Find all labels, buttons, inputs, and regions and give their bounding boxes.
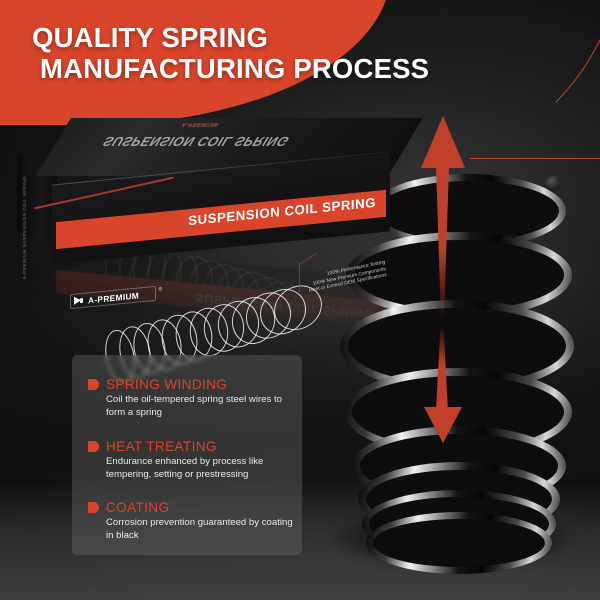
logo-registered-mark: ®: [158, 286, 162, 292]
feature-description: Endurance enhanced by process like tempe…: [106, 456, 264, 480]
bullet-icon: [88, 379, 99, 390]
box-top-print: SUSPENSION COIL SPRING A-PREMIUM: [49, 121, 367, 160]
feature-title: HEAT TREATING: [106, 439, 217, 454]
box-side-label: A-PREMIUM SUSPENSION COIL SPRING: [22, 175, 27, 280]
logo-arrow-icon: [74, 296, 85, 306]
spring-coil-ring: [366, 512, 552, 574]
box-top-label: SUSPENSION COIL SPRING: [99, 134, 293, 149]
bullet-icon: [88, 441, 99, 452]
spec-bracket-vertical: [299, 263, 300, 293]
feature-description: Coil the oil-tempered spring steel wires…: [106, 394, 282, 418]
title-line-2: MANUFACTURING PROCESS: [40, 53, 430, 84]
feature-item: HEAT TREATING Endurance enhanced by proc…: [88, 439, 293, 481]
feature-description: Corrosion prevention guaranteed by coati…: [106, 517, 293, 541]
product-box: SUSPENSION COIL SPRING A-PREMIUM SUSPENS…: [14, 118, 423, 387]
bullet-icon: [88, 502, 99, 513]
compression-arrow-down-icon: [424, 325, 462, 443]
red-connector-line: [470, 158, 600, 160]
box-top-sublabel: A-PREMIUM: [180, 121, 221, 127]
compression-arrow-up-icon: [421, 116, 465, 318]
feature-item: COATING Corrosion prevention guaranteed …: [88, 500, 293, 542]
title-line-1: QUALITY SPRING: [32, 22, 269, 53]
spring-coil-ring: [346, 232, 572, 318]
spring-coil-ring: [340, 300, 574, 392]
feature-title: SPRING WINDING: [106, 377, 228, 392]
coil-spring-image: [318, 140, 600, 567]
spring-tip-cap: [546, 176, 561, 191]
page-title: QUALITY SPRING MANUFACTURING PROCESS: [32, 22, 552, 84]
spring-coil-ring: [370, 174, 566, 248]
feature-title: COATING: [106, 500, 170, 515]
header-banner-tail: [0, 0, 200, 115]
feature-item: SPRING WINDING Coil the oil-tempered spr…: [88, 377, 293, 419]
logo-text: A-PREMIUM: [88, 289, 140, 305]
feature-panel: SPRING WINDING Coil the oil-tempered spr…: [72, 355, 302, 555]
